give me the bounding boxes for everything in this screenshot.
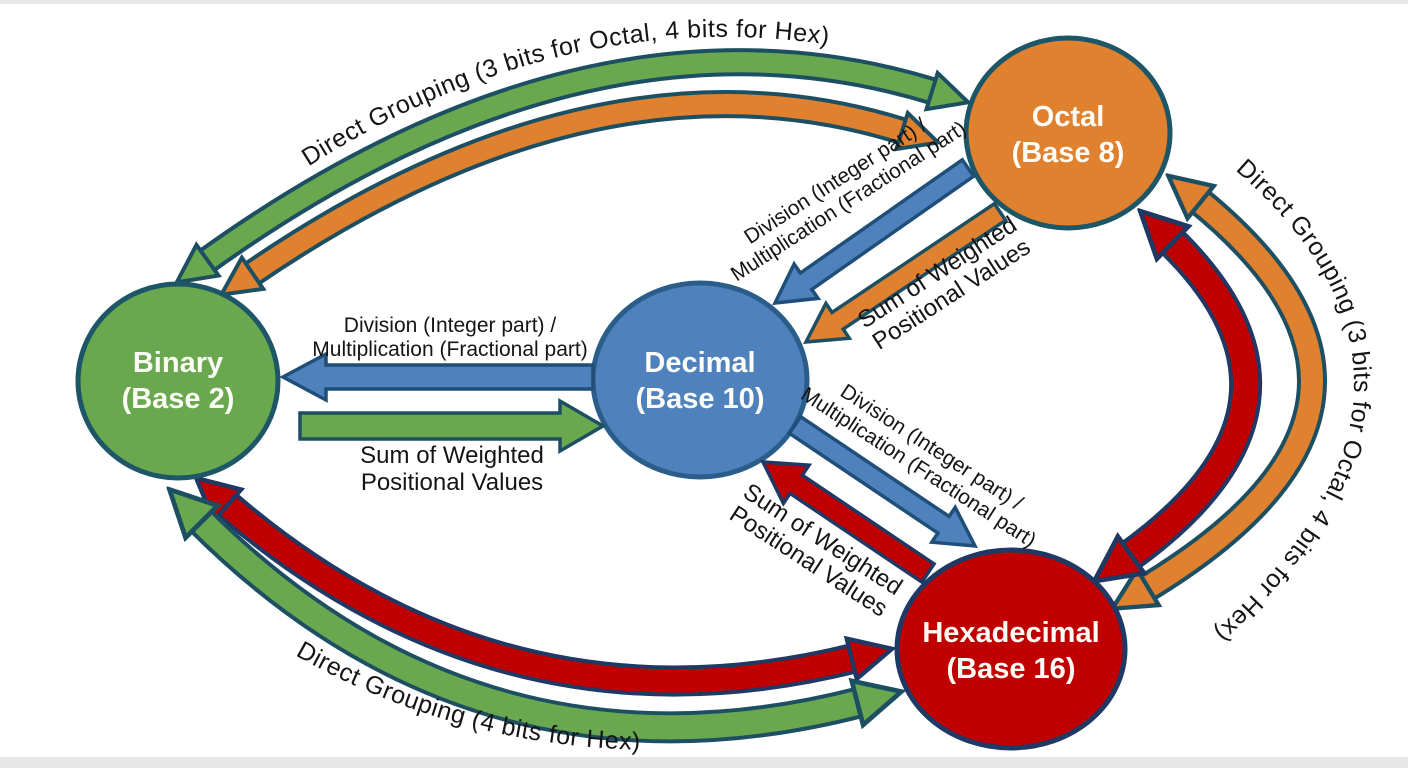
sum-label-line1: Sum of Weighted xyxy=(360,442,544,469)
arrow-octal-to-decimal-orange xyxy=(802,201,1009,345)
node-octal: Octal (Base 8) xyxy=(963,35,1173,231)
label-binary-to-decimal: Sum of Weighted Positional Values xyxy=(360,442,544,496)
division-label-diag2-line1: Division (Integer part) / xyxy=(836,380,1027,515)
arrow-binary-to-decimal-green xyxy=(298,397,607,455)
arrow-hex-to-decimal-red xyxy=(760,460,937,585)
binary-label: Binary xyxy=(133,347,223,379)
label-decimal-to-binary: Division (Integer part) / Multiplication… xyxy=(312,314,587,361)
division-label-diag2-line2: Multiplication (Fractional part) xyxy=(797,383,1041,552)
binary-circle xyxy=(75,281,281,481)
arc-binary-hex-green xyxy=(199,519,861,744)
arrow-decimal-to-hex-blue xyxy=(786,414,979,549)
octal-label: Octal xyxy=(1032,101,1105,133)
hexadecimal-label: Hexadecimal xyxy=(922,617,1099,649)
division-label-line2: Multiplication (Fractional part) xyxy=(312,338,587,361)
node-hexadecimal: Hexadecimal (Base 16) xyxy=(894,547,1128,751)
node-decimal: Decimal (Base 10) xyxy=(590,280,810,480)
binary-base-label: (Base 2) xyxy=(122,383,235,415)
arc-octal-hex-red xyxy=(1128,240,1263,557)
decimal-base-label: (Base 10) xyxy=(636,383,765,415)
octal-base-label: (Base 8) xyxy=(1012,137,1125,169)
node-binary: Binary (Base 2) xyxy=(75,281,281,481)
octal-circle xyxy=(963,35,1173,231)
hexadecimal-base-label: (Base 16) xyxy=(947,653,1076,685)
bottom-edge-artifact xyxy=(0,757,1408,768)
arc-binary-octal-orange xyxy=(250,90,905,275)
arrow-octal-to-decimal-blue xyxy=(772,157,977,306)
decimal-label: Decimal xyxy=(644,347,755,379)
division-label-diag1-line1: Division (Integer part) / xyxy=(740,114,931,249)
arrow-decimal-to-binary-blue xyxy=(279,351,595,403)
sum-label-line2: Positional Values xyxy=(361,469,543,496)
decimal-circle xyxy=(590,280,810,480)
hexadecimal-circle xyxy=(894,547,1128,751)
top-edge-artifact xyxy=(0,0,1408,4)
arc-octal-hex-orange xyxy=(1145,200,1327,589)
division-label-line1: Division (Integer part) / xyxy=(344,314,557,337)
